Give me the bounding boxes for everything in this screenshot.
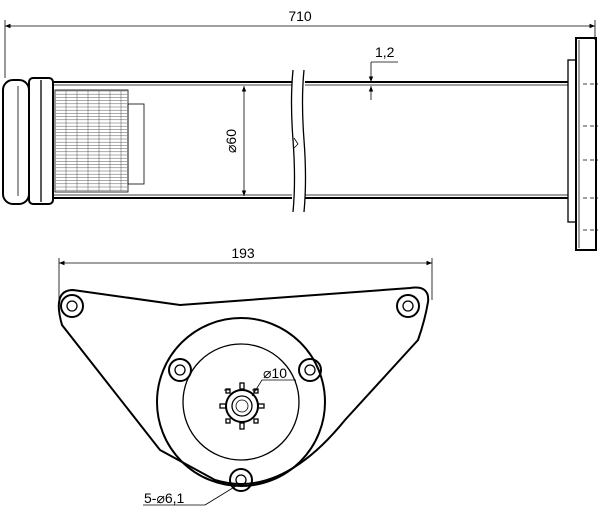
plate-hole-bottom	[229, 468, 253, 492]
length-label: 710	[288, 8, 312, 24]
strainer-slots	[54, 89, 145, 193]
wall-label: 1,2	[375, 44, 395, 60]
mount-holes-label: 5-⌀6,1	[144, 490, 185, 506]
center-hole-dimension: ⌀10	[251, 365, 296, 397]
center-nozzle	[219, 382, 265, 430]
center-hole-label: ⌀10	[263, 365, 287, 381]
bracket-hole-left	[60, 294, 84, 318]
tube-body	[53, 81, 568, 199]
side-view: 710	[2, 8, 598, 251]
diameter-dimension: ⌀60	[223, 86, 247, 196]
mounting-plate	[156, 317, 326, 487]
diameter-label: ⌀60	[223, 129, 239, 153]
bracket-width-dimension: 193	[58, 245, 433, 310]
bracket-hole-right	[396, 294, 420, 318]
plate-hole-left	[168, 358, 192, 382]
flange	[567, 37, 598, 251]
end-cap	[2, 77, 54, 205]
bracket-outline	[57, 286, 430, 485]
bracket-width-label: 193	[231, 245, 255, 261]
wall-dimension: 1,2	[368, 44, 398, 100]
break-lines	[290, 69, 307, 213]
plate-hole-right	[298, 358, 322, 382]
front-view: 193	[57, 245, 433, 506]
mount-holes-dimension: 5-⌀6,1	[143, 485, 237, 506]
length-dimension: 710	[4, 8, 596, 78]
